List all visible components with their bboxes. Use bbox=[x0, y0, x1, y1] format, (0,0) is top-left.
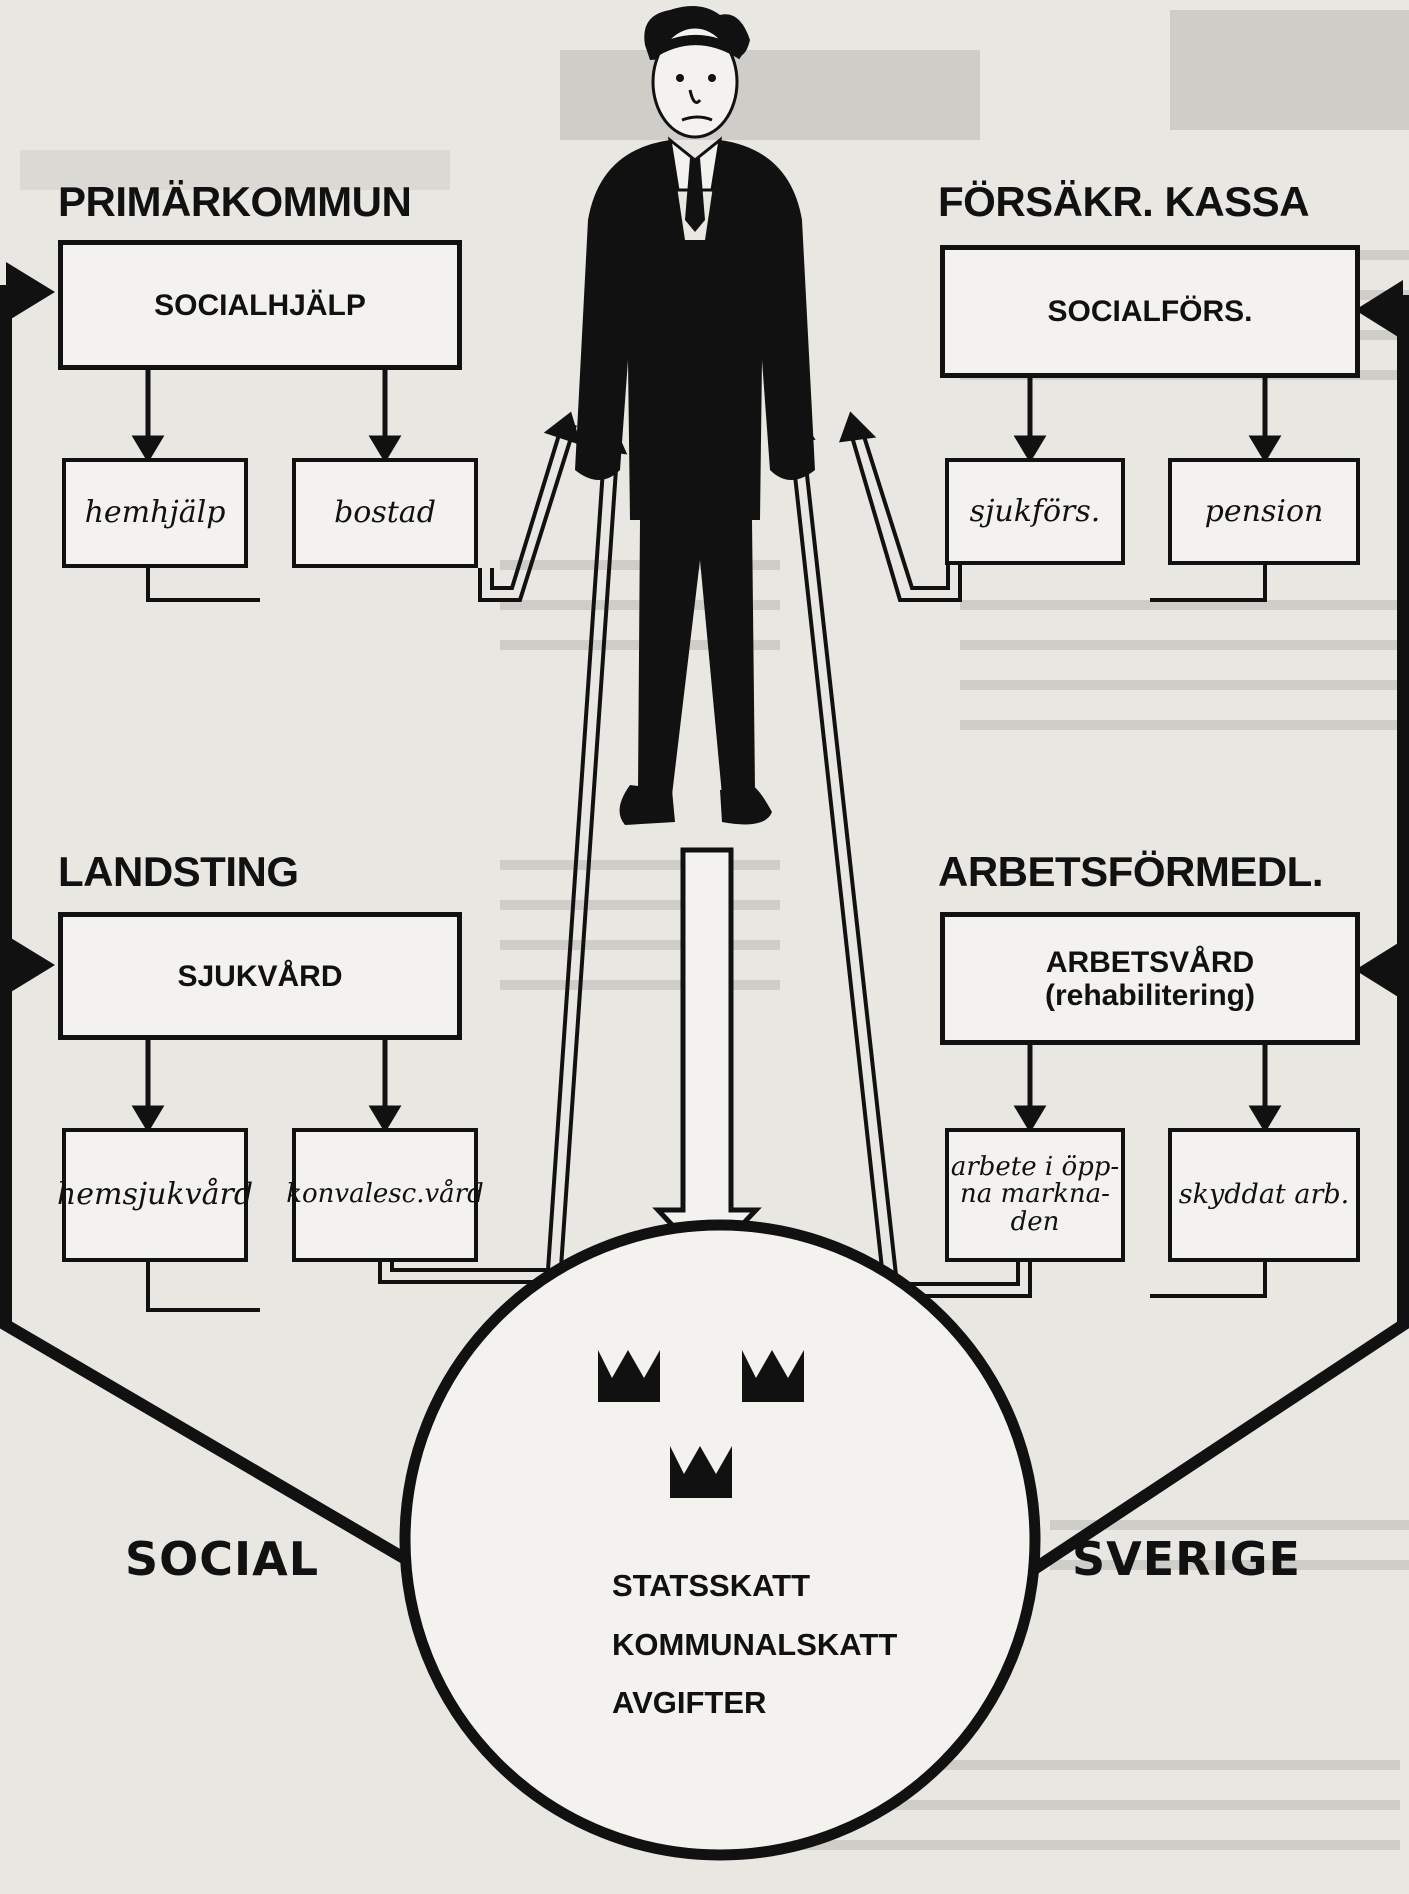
konvalescvard-label: konvalesc.vård bbox=[286, 1179, 484, 1210]
subbox-konvalescvard: konvalesc.vård bbox=[286, 1128, 484, 1262]
header-primarkommun: PRIMÄRKOMMUN bbox=[58, 178, 412, 225]
subbox-sjukfors: sjukförs. bbox=[945, 458, 1125, 565]
arbete-label-line3: den bbox=[1010, 1206, 1060, 1237]
tax-down-arrow bbox=[652, 847, 762, 1266]
box-arbetsvard: ARBETSVÅRD (rehabilitering) bbox=[940, 912, 1360, 1045]
treasury-circle bbox=[399, 1219, 1041, 1861]
frame-right bbox=[1006, 295, 1409, 1591]
subbox-bostad: bostad bbox=[292, 458, 478, 568]
sjukvard-label: SJUKVÅRD bbox=[177, 959, 343, 993]
tax-avgifter: AVGIFTER bbox=[612, 1685, 767, 1720]
box-socialhjalp: SOCIALHJÄLP bbox=[58, 240, 462, 370]
subbox-arbete-oppna-marknaden: arbete i öpp- na markna- den bbox=[945, 1128, 1125, 1262]
internal-arrows bbox=[131, 370, 1282, 1133]
header-arbetsformedl: ARBETSFÖRMEDL. bbox=[938, 848, 1324, 895]
flow-arrows-to-person bbox=[146, 408, 1267, 1312]
label-social: SOCIAL bbox=[125, 1532, 320, 1586]
bostad-label: bostad bbox=[334, 495, 436, 531]
tax-kommunalskatt: KOMMUNALSKATT bbox=[612, 1627, 898, 1662]
box-socialfors: SOCIALFÖRS. bbox=[940, 245, 1360, 378]
subbox-hemsjukvard: hemsjukvård bbox=[57, 1128, 253, 1262]
subbox-skyddat-arb: skyddat arb. bbox=[1168, 1128, 1360, 1262]
hemhjalp-label: hemhjälp bbox=[84, 495, 226, 531]
tax-statsskatt: STATSSKATT bbox=[612, 1568, 811, 1603]
box-sjukvard: SJUKVÅRD bbox=[58, 912, 462, 1040]
socialhjalp-label: SOCIALHJÄLP bbox=[154, 288, 366, 322]
arbete-label-line1: arbete i öpp- bbox=[950, 1152, 1120, 1183]
pension-label: pension bbox=[1204, 493, 1324, 529]
subbox-pension: pension bbox=[1168, 458, 1360, 565]
arrow-right-arbetsformedl bbox=[1355, 940, 1403, 1000]
skyddat-arb-label: skyddat arb. bbox=[1178, 1178, 1350, 1210]
hemsjukvard-label: hemsjukvård bbox=[56, 1177, 254, 1213]
arrow-right-forsakr bbox=[1355, 280, 1403, 340]
header-landsting: LANDSTING bbox=[58, 848, 299, 895]
frame-left bbox=[0, 285, 459, 1594]
header-forsakr-kassa: FÖRSÄKR. KASSA bbox=[938, 178, 1310, 225]
arrow-left-landsting bbox=[6, 935, 55, 995]
arbetsvard-sublabel: (rehabilitering) bbox=[1044, 978, 1255, 1012]
label-sverige: SVERIGE bbox=[1072, 1532, 1301, 1586]
arbetsvard-label: ARBETSVÅRD bbox=[1045, 945, 1255, 979]
three-crowns-icon bbox=[598, 1350, 804, 1498]
subbox-hemhjalp: hemhjälp bbox=[62, 458, 248, 568]
person-figure-icon bbox=[575, 6, 815, 825]
arbete-label-line2: na markna- bbox=[960, 1179, 1110, 1210]
socialfors-label: SOCIALFÖRS. bbox=[1047, 295, 1253, 328]
arrow-left-primarkommun bbox=[6, 262, 55, 322]
sjukfors-label: sjukförs. bbox=[969, 493, 1101, 529]
